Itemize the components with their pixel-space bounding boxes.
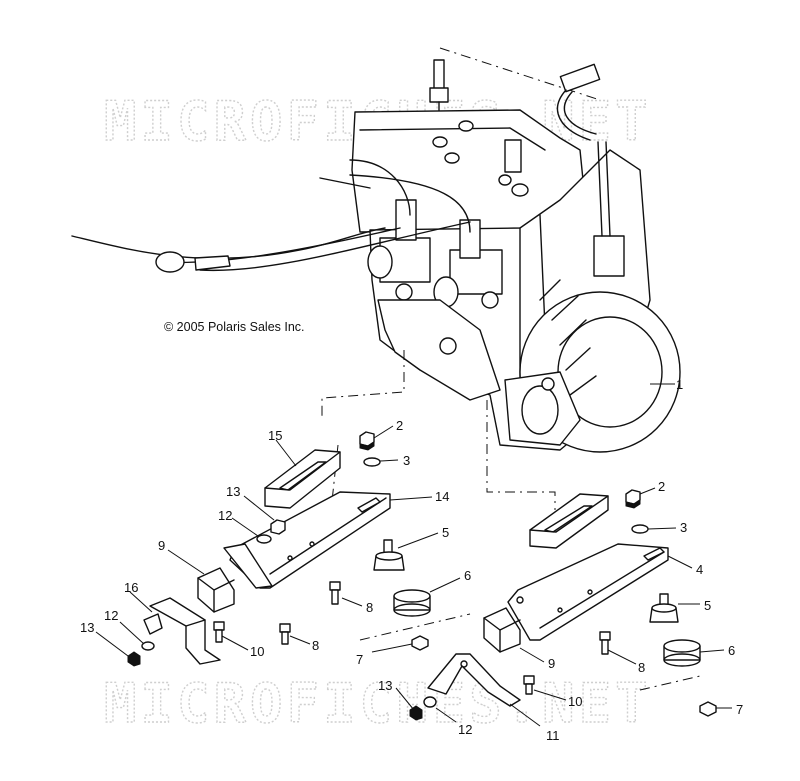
- nut-13-left-lower: [127, 651, 141, 667]
- callout-2-right: 2: [658, 479, 665, 494]
- bolt-10-right: [523, 675, 535, 695]
- callout-3-left: 3: [403, 453, 410, 468]
- engine-bracket-14: [223, 491, 391, 589]
- callout-13-right: 13: [378, 678, 392, 693]
- bolt-10-left: [213, 621, 225, 643]
- callout-5-left: 5: [442, 525, 449, 540]
- callout-15: 15: [268, 428, 282, 443]
- carburetor-right: [433, 219, 503, 309]
- bolt-8-left-lower: [279, 623, 291, 645]
- carburetor-left: [367, 199, 431, 301]
- throttle-cable: [71, 177, 471, 273]
- callout-10-right: 10: [568, 694, 582, 709]
- washer-12-right: [423, 696, 437, 708]
- callout-7-right: 7: [736, 702, 743, 717]
- engine-bracket-4: [507, 543, 669, 641]
- callout-16: 16: [124, 580, 138, 595]
- spacer-disc-6-left: [393, 589, 431, 617]
- callout-6-right: 6: [728, 643, 735, 658]
- nut-2-left: [359, 431, 375, 451]
- spacer-plate-right: [529, 493, 609, 549]
- copyright-text: © 2005 Polaris Sales Inc.: [164, 320, 305, 334]
- callout-1: 1: [676, 377, 683, 392]
- nut-7-center: [411, 635, 429, 651]
- watermark-bottom: MICROFICHES.NET: [104, 672, 652, 735]
- callout-9-right: 9: [548, 656, 555, 671]
- callout-4: 4: [696, 562, 703, 577]
- callout-12-upper: 12: [218, 508, 232, 523]
- callout-8-left: 8: [366, 600, 373, 615]
- callout-8-right: 8: [638, 660, 645, 675]
- callout-12-left: 12: [104, 608, 118, 623]
- callout-6-left: 6: [464, 568, 471, 583]
- callout-3-right: 3: [680, 520, 687, 535]
- callout-14: 14: [435, 489, 449, 504]
- mount-bracket-16: [143, 597, 221, 665]
- bolt-8-right: [599, 631, 611, 655]
- callout-8-lower: 8: [312, 638, 319, 653]
- nut-13-left: [270, 519, 286, 535]
- spark-plug-cap: [556, 63, 601, 141]
- nut-7-right: [699, 701, 717, 717]
- callout-7-center: 7: [356, 652, 363, 667]
- callout-9-left: 9: [158, 538, 165, 553]
- rubber-mount-5-right: [649, 593, 679, 623]
- callout-13-upper: 13: [226, 484, 240, 499]
- engine-assembly: [71, 47, 681, 453]
- damper-block-9-left: [197, 567, 235, 613]
- callout-numbers: 1 2 3 15 14 13 12 9 5 6 8 16 12 13 10 8 …: [80, 377, 743, 743]
- washer-12-left-lower: [141, 641, 155, 651]
- washer-3-left: [363, 457, 381, 467]
- bolt-8-left: [329, 581, 341, 605]
- spacer-plate-15: [264, 449, 341, 509]
- spark-plug: [429, 59, 449, 113]
- callout-2-left: 2: [396, 418, 403, 433]
- callout-10-left: 10: [250, 644, 264, 659]
- callout-12-right: 12: [458, 722, 472, 737]
- nut-2-right: [625, 489, 641, 509]
- rubber-mount-5-left: [373, 539, 405, 571]
- leader-lines: [95, 425, 732, 727]
- washer-12-left: [256, 534, 272, 544]
- callout-5-right: 5: [704, 598, 711, 613]
- mount-bracket-11: [427, 653, 521, 707]
- damper-block-9-right: [483, 607, 521, 653]
- callout-11: 11: [546, 728, 560, 743]
- spacer-disc-6-right: [663, 639, 701, 667]
- washer-3-right: [631, 524, 649, 534]
- callout-13-left: 13: [80, 620, 94, 635]
